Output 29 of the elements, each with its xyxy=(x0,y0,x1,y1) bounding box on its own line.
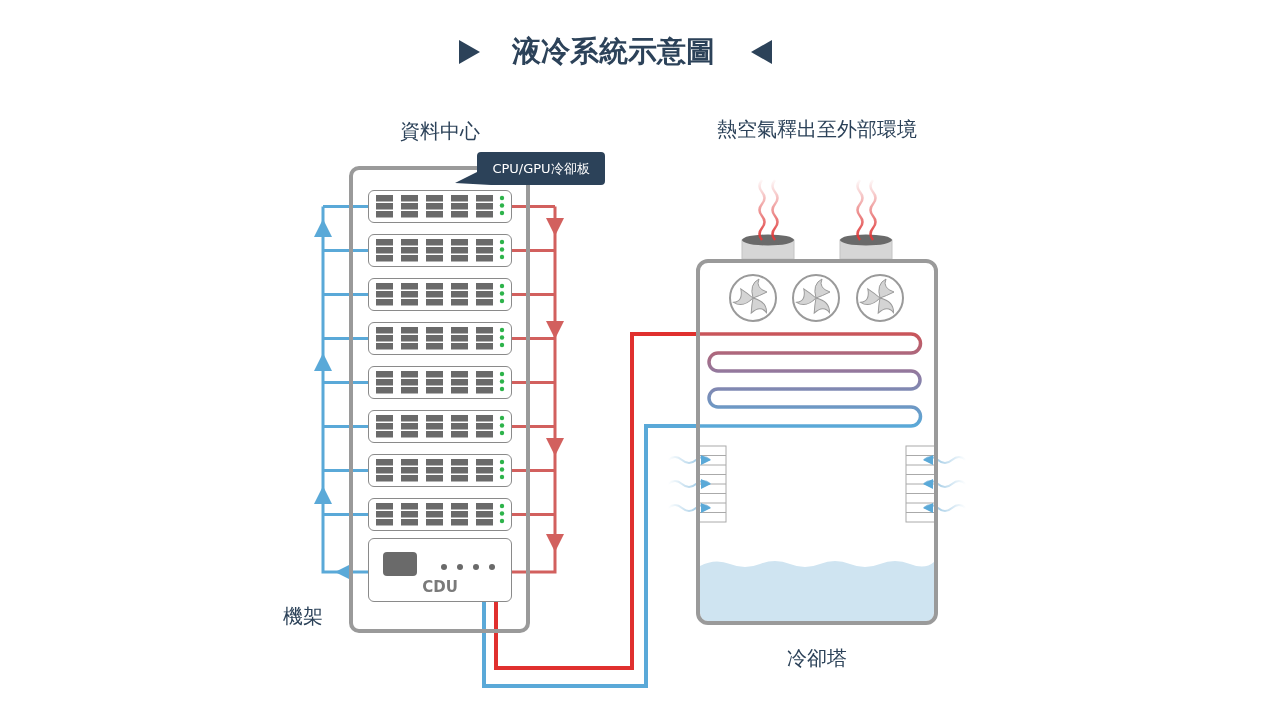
pipe xyxy=(512,205,555,208)
pipe-trunk xyxy=(512,206,564,574)
pipe xyxy=(323,205,368,208)
pipe xyxy=(323,337,368,340)
pipe xyxy=(512,425,555,428)
pipe xyxy=(482,424,696,688)
rack-heading: 資料中心 xyxy=(398,118,481,145)
pipe xyxy=(323,293,368,296)
tower-label: 冷卻塔 xyxy=(786,645,848,672)
pipe xyxy=(512,513,555,516)
title: 液冷系統示意圖 xyxy=(510,33,716,70)
pipe xyxy=(512,381,555,384)
pipe xyxy=(323,469,368,472)
callout-bubble xyxy=(455,152,605,185)
pipe xyxy=(323,513,368,516)
pipe xyxy=(512,469,555,472)
pipe xyxy=(512,293,555,296)
pipe xyxy=(494,332,696,670)
cdu-unit xyxy=(368,538,512,602)
annotation-text: 熱空氣釋出至外部環境 xyxy=(716,116,918,143)
rack-label: 機架 xyxy=(283,603,323,630)
pipe-trunk xyxy=(314,206,368,581)
pipe xyxy=(512,337,555,340)
callout-text: CPU/GPU冷卻板 xyxy=(491,160,591,178)
pipe xyxy=(323,381,368,384)
unit-label: CDU xyxy=(421,577,459,597)
pipe xyxy=(323,249,368,252)
pipe xyxy=(512,249,555,252)
pipe xyxy=(323,425,368,428)
